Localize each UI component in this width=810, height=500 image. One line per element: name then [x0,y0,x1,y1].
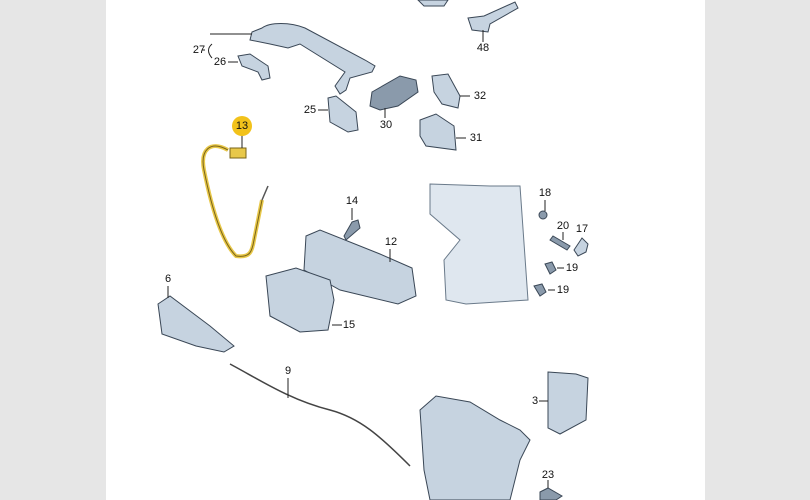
part-13-cable[interactable] [201,144,264,259]
label-19-b: 19 [556,284,570,296]
part-18[interactable] [538,210,548,220]
label-30: 30 [379,119,393,131]
label-31: 31 [469,132,483,144]
part-9-cable[interactable] [229,363,411,467]
part-23-screw[interactable] [539,487,563,500]
label-26: 26 [213,56,227,68]
label-23: 23 [541,469,555,481]
part-6-inner-handle[interactable] [157,295,235,353]
label-27: 27 [192,44,206,56]
label-20: 20 [556,220,570,232]
door-panel [429,183,529,305]
part-48[interactable] [467,1,519,33]
part-15[interactable] [265,267,335,333]
door-lock-body[interactable] [419,395,531,500]
part-17-cap[interactable] [573,237,589,257]
label-25: 25 [303,104,317,116]
label-32: 32 [473,90,487,102]
label-12: 12 [384,236,398,248]
part-19-screw-a[interactable] [544,261,557,275]
label-13-highlighted[interactable]: 13 [232,116,252,136]
part-27-door-handle[interactable] [249,23,376,95]
label-6: 6 [164,273,172,285]
part-31[interactable] [419,113,457,151]
part-26[interactable] [237,53,271,81]
part-19-screw-b[interactable] [533,283,547,297]
label-17: 17 [575,223,589,235]
part-32-cap[interactable] [431,73,461,109]
cable-clip [229,147,247,159]
part-25[interactable] [327,95,359,133]
part-20-bolt[interactable] [549,235,571,251]
label-9: 9 [284,365,292,377]
part-30-lock-cylinder[interactable] [369,75,419,111]
part-14-screw[interactable] [343,219,361,241]
label-15: 15 [342,319,356,331]
label-48: 48 [476,42,490,54]
label-14: 14 [345,195,359,207]
label-18: 18 [538,187,552,199]
part-3[interactable] [547,371,589,435]
part-top-cut [417,0,449,7]
label-3: 3 [531,395,539,407]
label-19-a: 19 [565,262,579,274]
